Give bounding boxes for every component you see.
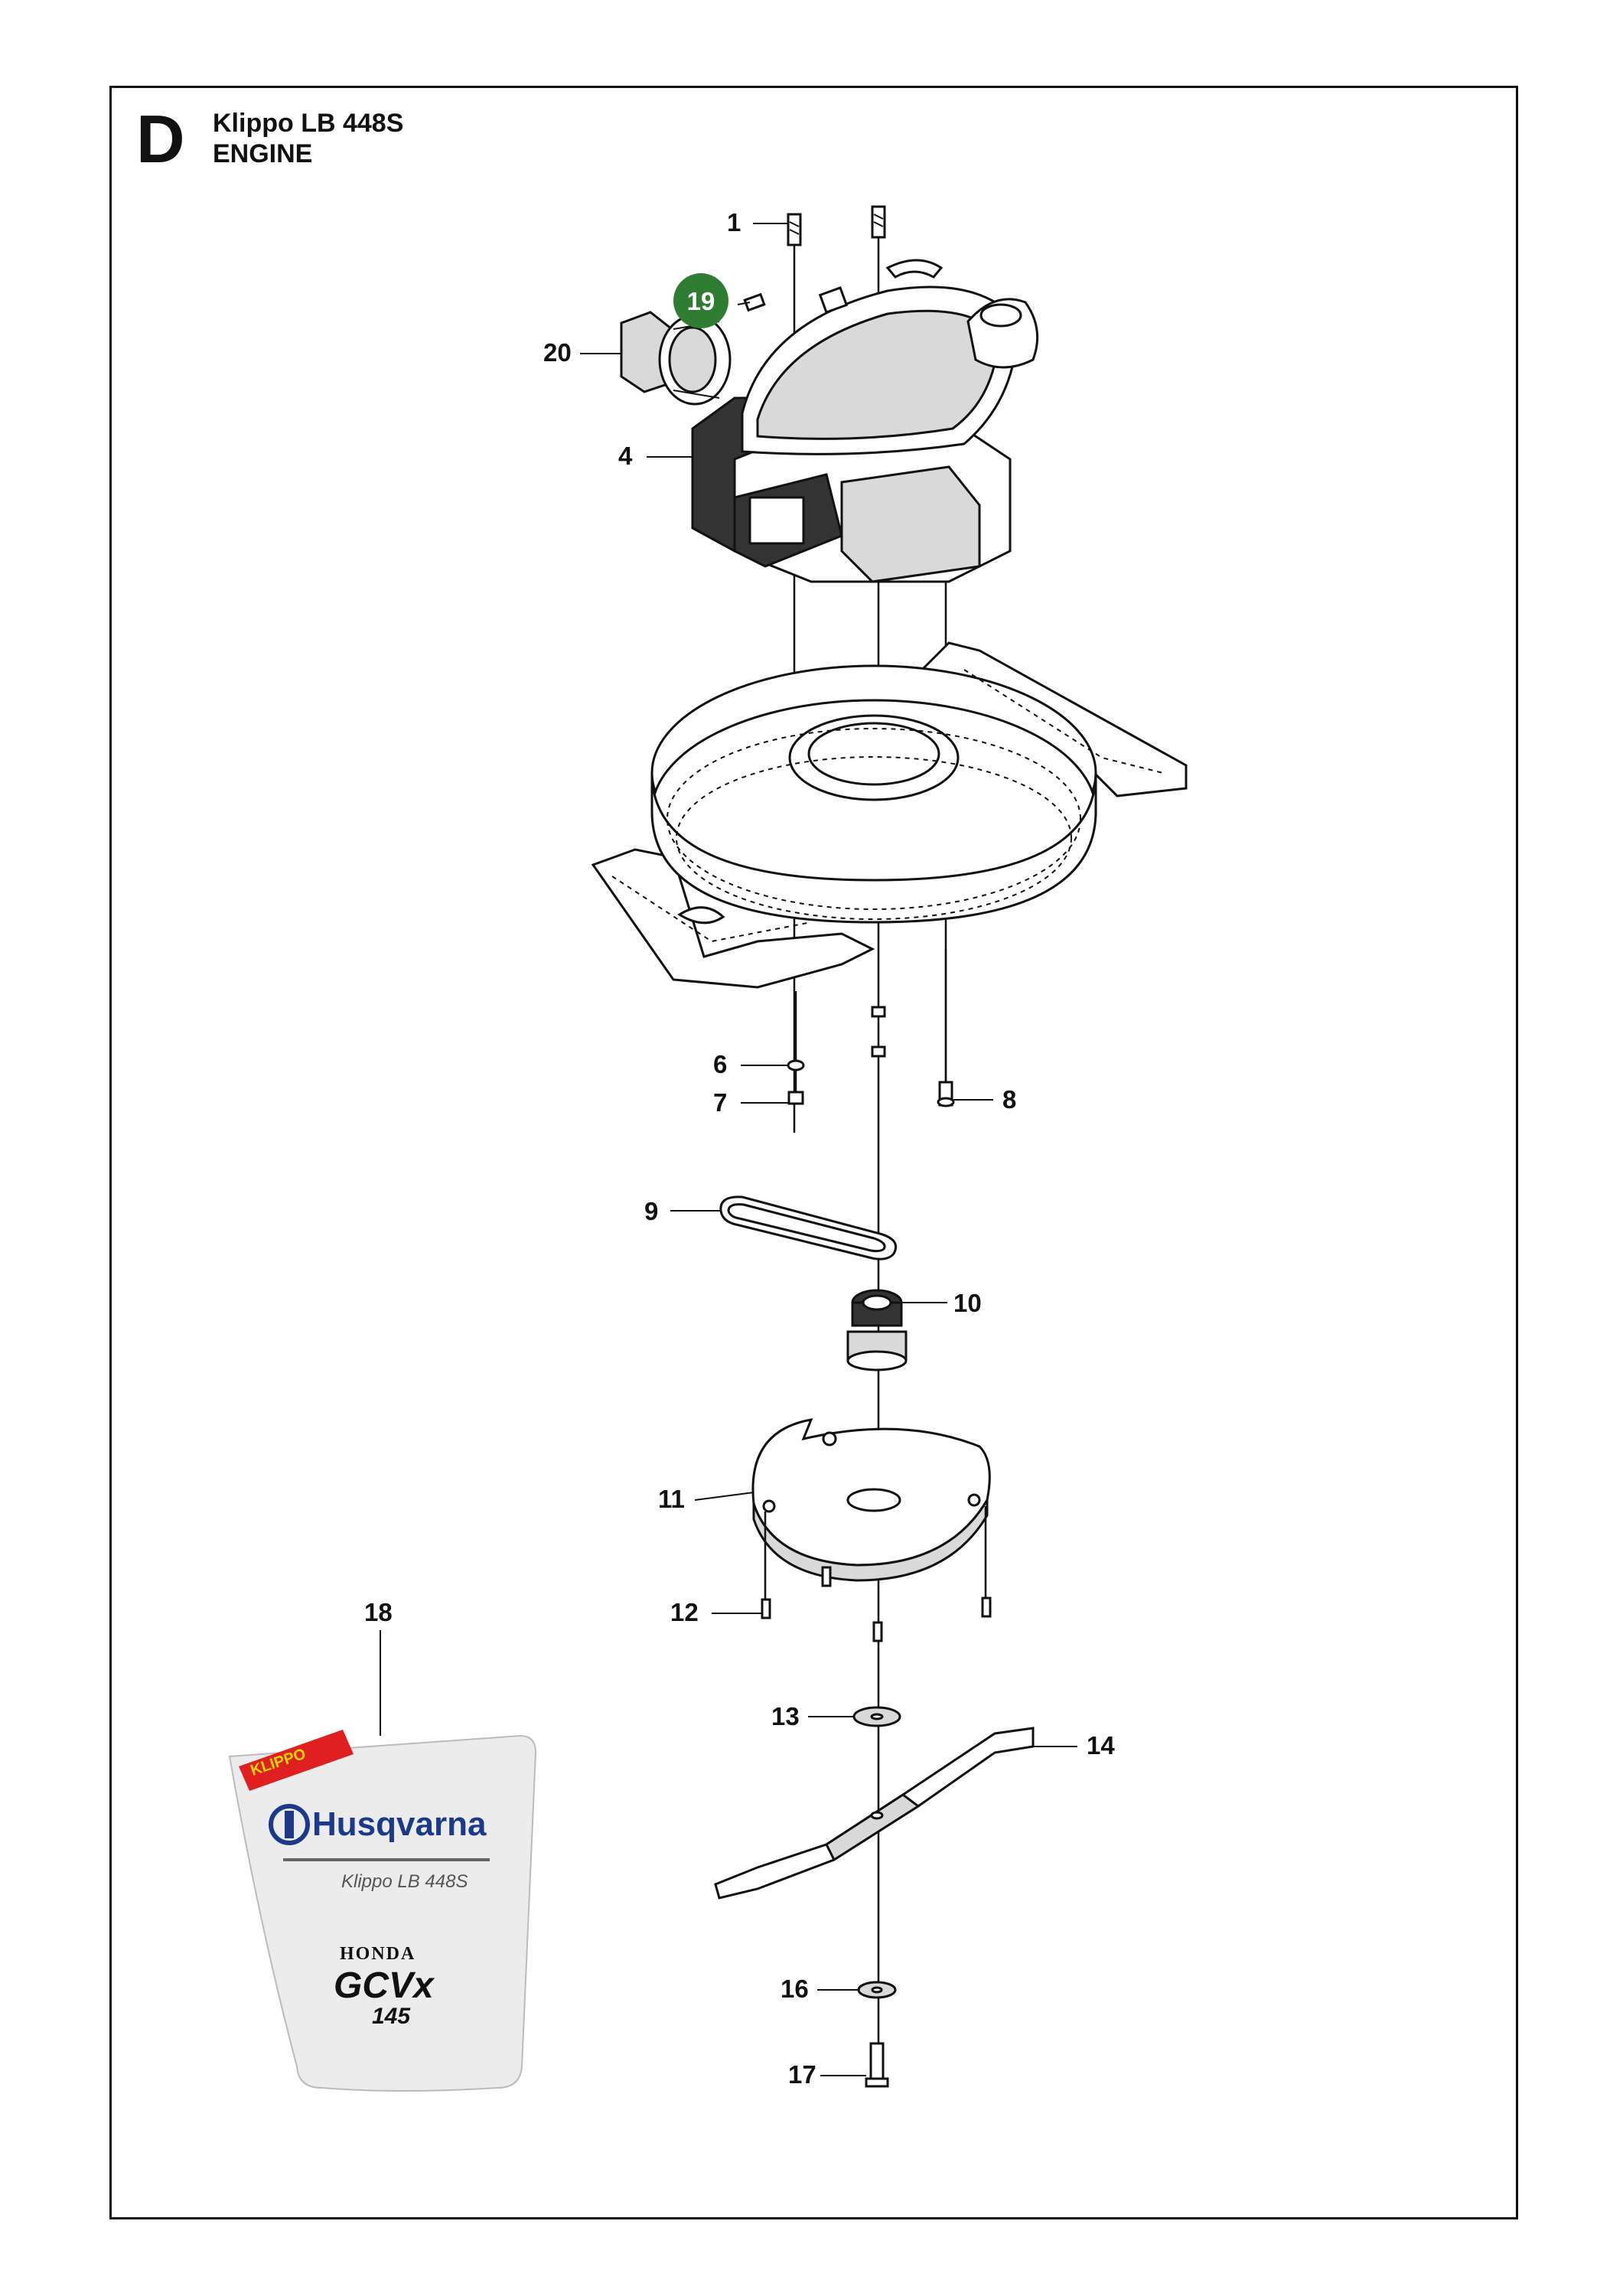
callout-18: 18 [364, 1598, 393, 1626]
nut-part-6 [787, 1059, 805, 1071]
callout-7: 7 [713, 1088, 727, 1117]
hub-part-10 [846, 1289, 908, 1371]
callout-13: 13 [771, 1702, 800, 1730]
callout-20: 20 [543, 338, 572, 367]
section-title: ENGINE [213, 139, 313, 168]
decal-engine-size: 145 [372, 2004, 411, 2029]
decal-brand: Husqvarna [312, 1805, 487, 1843]
callout-labels: 1 4 6 7 8 9 10 11 12 13 14 16 17 18 19 2… [364, 208, 1115, 2089]
drawing-frame [109, 86, 1518, 2219]
blade-guard-part-11 [751, 1418, 991, 1582]
bolt-part-1 [787, 213, 802, 246]
mower-deck [591, 641, 1188, 989]
deck-logo-icon [677, 906, 725, 925]
bolt-part-1b [871, 205, 886, 239]
bolt-part-17 [865, 2042, 889, 2088]
screw-part-19 [743, 292, 766, 312]
nut-part-7 [787, 1091, 804, 1105]
callout-1: 1 [727, 208, 741, 236]
callout-14: 14 [1087, 1731, 1115, 1760]
husqvarna-logo-icon [269, 1804, 310, 1845]
blade-part-14 [714, 1727, 1035, 1900]
callout-16: 16 [781, 1975, 809, 2003]
bolt-part-8 [937, 1081, 955, 1107]
section-letter: D [136, 101, 185, 177]
decal-ribbon [239, 1730, 354, 1791]
washer-part-13 [852, 1706, 901, 1727]
model-title: Klippo LB 448S [213, 109, 404, 138]
callout-19-highlight [673, 273, 728, 328]
decal-engine-brand: HONDA [340, 1944, 416, 1964]
callout-12: 12 [670, 1598, 699, 1626]
decal-part-18: KLIPPO Husqvarna Klippo LB 448S HONDA GC… [228, 1730, 537, 2092]
decal-model: Klippo LB 448S [341, 1871, 468, 1892]
callout-10: 10 [953, 1289, 982, 1317]
callout-11: 11 [658, 1485, 685, 1513]
decal-engine-model: GCVx [334, 1965, 435, 2006]
callout-17: 17 [788, 2060, 816, 2089]
leader-lines [380, 223, 1077, 2076]
callout-19: 19 [687, 287, 715, 315]
callout-9: 9 [644, 1197, 658, 1225]
callout-8: 8 [1002, 1085, 1016, 1114]
callout-4: 4 [618, 442, 633, 470]
nut-pair [871, 1006, 886, 1058]
callout-6: 6 [713, 1050, 727, 1078]
belt-part-9 [719, 1195, 898, 1261]
air-filter-part-20 [620, 311, 732, 406]
engine-part-4 [691, 259, 1039, 583]
washer-part-16 [857, 1981, 897, 1999]
